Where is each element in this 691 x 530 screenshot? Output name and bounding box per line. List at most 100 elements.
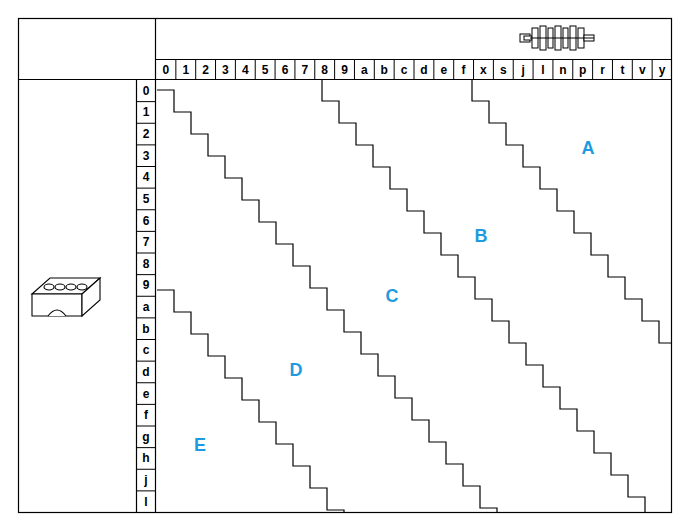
grid-line [137,188,155,189]
grid-line [374,60,375,79]
row-code: 0 [143,85,150,97]
grid-line [137,382,155,383]
cylinder-block-icon [32,278,100,316]
row-code: h [142,452,149,464]
row-code: 1 [143,106,150,118]
row-code: 6 [143,215,150,227]
column-code: 7 [302,64,309,76]
grid-line [394,60,395,79]
grid-line [137,317,155,318]
column-code: t [620,64,624,76]
grid-line [572,60,573,79]
region-letter: E [194,436,206,454]
grid-line [473,60,474,79]
column-code: 1 [182,64,189,76]
crankshaft-icon [520,26,594,50]
row-code: e [143,388,150,400]
column-code: c [401,64,408,76]
column-code: e [440,64,447,76]
grid-line [493,60,494,79]
staircase-boundary [455,79,672,387]
column-code: 9 [341,64,348,76]
column-code: s [500,64,507,76]
grid-line [137,404,155,405]
grid-line [137,296,155,297]
column-code: v [639,64,646,76]
column-code: f [462,64,466,76]
row-code: b [142,323,149,335]
outer-border [19,19,672,513]
row-code: 9 [143,279,150,291]
column-code: y [659,64,666,76]
region-letter: A [582,139,595,157]
grid-line [137,469,155,470]
column-code: p [579,64,586,76]
grid-line [137,101,155,102]
column-code: 2 [202,64,209,76]
row-code: 4 [143,171,150,183]
column-code: j [522,64,525,76]
grid-line [137,447,155,448]
staircase-boundary [157,90,497,513]
row-code: c [143,344,150,356]
grid-line [414,60,415,79]
grid-line [137,231,155,232]
row-code: g [142,431,149,443]
selection-boundaries [157,79,672,513]
staircase-boundary [157,290,344,513]
grid-line [137,123,155,124]
grid-line [275,60,276,79]
grid-line [137,144,155,145]
row-code: 7 [143,236,150,248]
column-code: d [420,64,427,76]
region-letter: B [475,227,488,245]
column-code: l [541,64,544,76]
row-code: f [144,409,148,421]
grid-line [235,60,236,79]
column-code: a [361,64,368,76]
grid-line [552,60,553,79]
grid-line [652,60,653,79]
row-code: 8 [143,258,150,270]
column-code: r [600,64,605,76]
column-code: 8 [321,64,328,76]
grid-line [137,253,155,254]
column-code: 0 [163,64,170,76]
grid-line [533,60,534,79]
column-code: b [381,64,388,76]
column-code: 6 [282,64,289,76]
grid-line [195,60,196,79]
grid-line [215,60,216,79]
region-letter: D [290,361,303,379]
grid-line [433,60,434,79]
grid-line [632,60,633,79]
row-code: d [142,366,149,378]
grid-line [612,60,613,79]
grid-line [334,60,335,79]
staircase-boundary [305,79,662,513]
header-cells [137,60,652,491]
column-code: x [480,64,487,76]
grid-line [137,361,155,362]
row-code: l [144,496,147,508]
grid-line [137,339,155,340]
row-code: 3 [143,150,150,162]
grid-line [294,60,295,79]
row-code: 5 [143,193,150,205]
grid-line [137,426,155,427]
column-code: 4 [242,64,249,76]
grid-line [513,60,514,79]
grid-line [592,60,593,79]
row-code: 2 [143,128,150,140]
column-code: n [559,64,566,76]
grid-line [354,60,355,79]
column-code: 5 [262,64,269,76]
row-code: a [143,301,150,313]
grid-line [314,60,315,79]
grid-line [137,209,155,210]
grid-line [137,490,155,491]
region-letter: C [386,287,399,305]
grid-line [175,60,176,79]
grid-line [137,274,155,275]
